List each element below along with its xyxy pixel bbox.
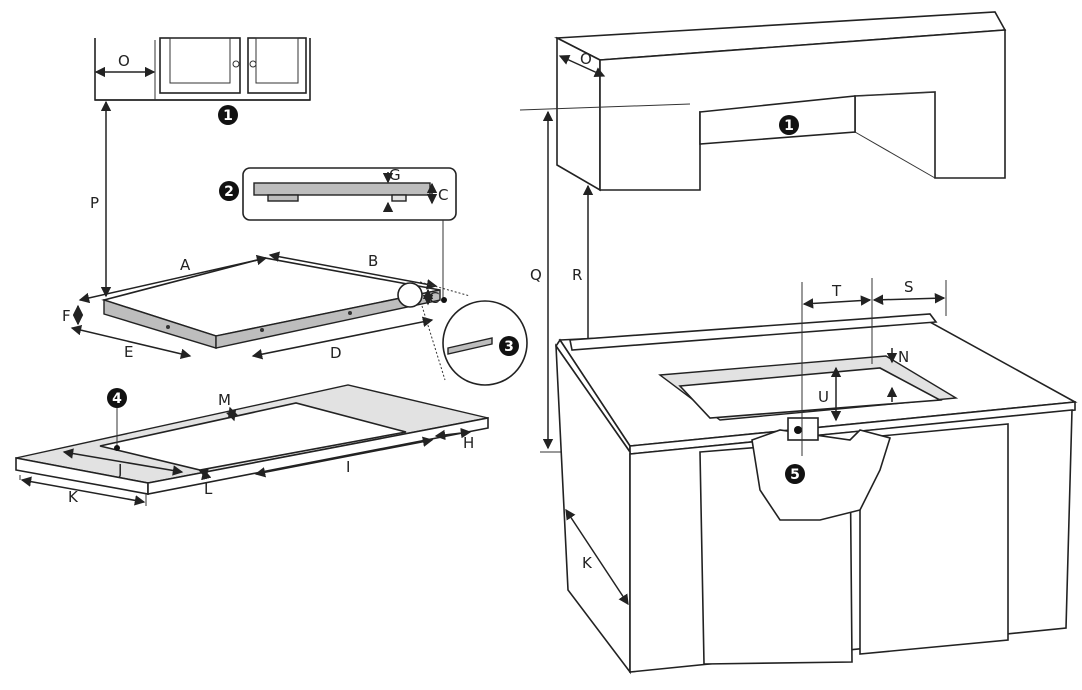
base-cabinet bbox=[555, 278, 1078, 675]
dimension-t: T bbox=[802, 282, 872, 309]
label-r: R bbox=[572, 266, 582, 284]
worktop-cutout bbox=[15, 384, 489, 506]
callout-1-left: 1 bbox=[218, 105, 238, 125]
dimension-f: F bbox=[62, 304, 84, 326]
dimension-k-right: K bbox=[565, 508, 629, 606]
label-k-right: K bbox=[582, 554, 593, 572]
dimension-c-hob: C bbox=[422, 288, 439, 307]
dimension-u: U bbox=[818, 366, 898, 422]
dimension-k-left: K bbox=[20, 476, 146, 506]
label-k-left: K bbox=[68, 488, 79, 506]
label-s: S bbox=[904, 278, 914, 296]
label-m: M bbox=[218, 391, 231, 409]
label-j: J bbox=[117, 461, 122, 479]
label-o: O bbox=[118, 52, 130, 70]
dimension-o-left: O bbox=[94, 52, 156, 78]
label-o-right: O bbox=[580, 50, 592, 68]
svg-text:5: 5 bbox=[790, 467, 800, 483]
dimension-n: N bbox=[886, 348, 909, 366]
wall-cabinet-left bbox=[94, 37, 311, 101]
dimension-o-right: O bbox=[558, 50, 606, 77]
label-p: P bbox=[90, 194, 99, 212]
hob-appliance bbox=[101, 257, 441, 349]
svg-text:3: 3 bbox=[504, 339, 514, 355]
detail-box-2: G C 2 bbox=[219, 166, 457, 303]
svg-text:1: 1 bbox=[784, 118, 794, 134]
detail-magnifier-3: 3 bbox=[419, 281, 528, 386]
dimension-q: Q bbox=[530, 110, 554, 450]
svg-text:2: 2 bbox=[224, 184, 234, 200]
label-t: T bbox=[831, 282, 842, 300]
label-u: U bbox=[818, 388, 829, 406]
dimension-h: H bbox=[434, 427, 474, 452]
label-a: A bbox=[180, 256, 191, 274]
dimension-i: I bbox=[254, 436, 434, 478]
label-c-detail: C bbox=[438, 186, 448, 204]
dimension-p: P bbox=[90, 100, 112, 298]
dimension-b: B bbox=[268, 251, 438, 290]
dimension-a: A bbox=[78, 254, 268, 304]
callout-5: 5 bbox=[785, 464, 805, 484]
dimension-m: M bbox=[218, 391, 238, 422]
label-b: B bbox=[368, 252, 378, 270]
svg-text:4: 4 bbox=[112, 391, 122, 407]
label-e: E bbox=[124, 343, 133, 361]
dimension-s: S bbox=[872, 278, 946, 305]
dimension-l: L bbox=[198, 467, 213, 498]
callout-1-right: 1 bbox=[779, 115, 799, 135]
dimension-d: D bbox=[251, 316, 434, 362]
label-n: N bbox=[898, 348, 909, 366]
label-f: F bbox=[62, 307, 71, 325]
svg-text:1: 1 bbox=[223, 108, 233, 124]
dimension-j: J bbox=[62, 448, 184, 479]
label-g: G bbox=[389, 166, 401, 184]
range-hood bbox=[554, 11, 1007, 192]
label-h: H bbox=[463, 434, 474, 452]
label-q: Q bbox=[530, 266, 542, 284]
dimension-e: E bbox=[70, 325, 192, 361]
label-i: I bbox=[346, 458, 350, 476]
label-l: L bbox=[204, 480, 213, 498]
label-d: D bbox=[330, 344, 342, 362]
label-c-hob: C bbox=[429, 289, 439, 307]
